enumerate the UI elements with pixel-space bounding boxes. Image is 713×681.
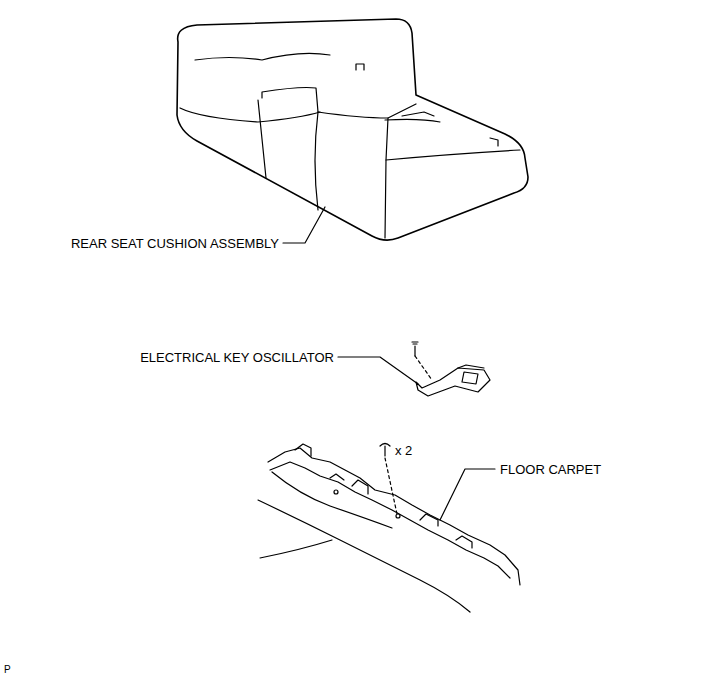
- page-mark: P: [4, 664, 11, 676]
- floor-carpet-drawing: [258, 444, 520, 613]
- leader-line: [283, 207, 325, 243]
- part-name: FLOOR CARPET: [500, 462, 601, 477]
- leader-line: [440, 469, 495, 520]
- part-name: REAR SEAT CUSHION ASSEMBLY: [71, 236, 279, 251]
- quantity-note: x 2: [395, 443, 412, 458]
- seat-cushion-drawing: [177, 19, 528, 240]
- part-name: ELECTRICAL KEY OSCILLATOR: [140, 350, 334, 365]
- leader-line: [338, 357, 418, 384]
- key-oscillator-drawing: [412, 342, 490, 396]
